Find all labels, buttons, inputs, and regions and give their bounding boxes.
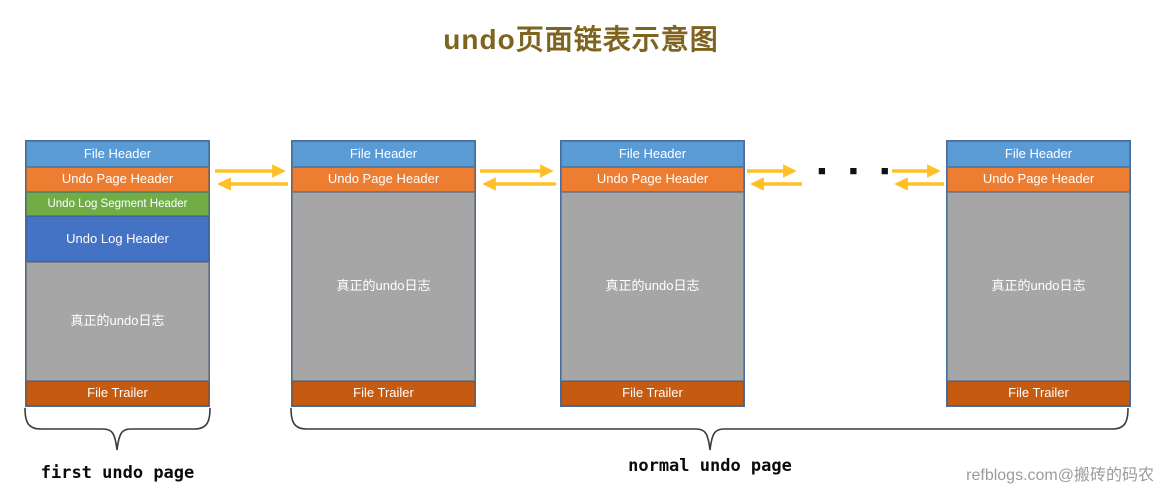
band-undo-log-body: 真正的undo日志 [292, 192, 475, 381]
band-file-header: File Header [947, 141, 1130, 167]
band-undo-log-header: Undo Log Header [26, 216, 209, 262]
band-undo-log-segment-header: Undo Log Segment Header [26, 192, 209, 216]
brace-first-undo-page [24, 407, 211, 451]
diagram-title: undo页面链表示意图 [443, 24, 719, 55]
normal-undo-page-3: File Header Undo Page Header 真正的undo日志 F… [946, 140, 1131, 407]
band-file-trailer: File Trailer [561, 381, 744, 406]
band-file-header: File Header [26, 141, 209, 167]
first-undo-page-caption: first undo page [40, 463, 195, 483]
brace-normal-undo-pages [290, 407, 1129, 451]
first-undo-page: File Header Undo Page Header Undo Log Se… [25, 140, 210, 407]
band-file-header: File Header [561, 141, 744, 167]
band-undo-page-header: Undo Page Header [26, 167, 209, 192]
band-file-trailer: File Trailer [292, 381, 475, 406]
band-undo-page-header: Undo Page Header [947, 167, 1130, 192]
band-file-trailer: File Trailer [26, 381, 209, 406]
band-undo-page-header: Undo Page Header [292, 167, 475, 192]
band-undo-log-body: 真正的undo日志 [561, 192, 744, 381]
normal-undo-page-caption: normal undo page [628, 456, 792, 476]
band-file-header: File Header [292, 141, 475, 167]
normal-undo-page-2: File Header Undo Page Header 真正的undo日志 F… [560, 140, 745, 407]
band-undo-log-body: 真正的undo日志 [947, 192, 1130, 381]
watermark: refblogs.com@搬砖的码农 [966, 467, 1154, 484]
ellipsis-dots: ■ ■ ■ [818, 163, 899, 178]
normal-undo-page-1: File Header Undo Page Header 真正的undo日志 F… [291, 140, 476, 407]
band-undo-log-body: 真正的undo日志 [26, 262, 209, 381]
band-undo-page-header: Undo Page Header [561, 167, 744, 192]
band-file-trailer: File Trailer [947, 381, 1130, 406]
